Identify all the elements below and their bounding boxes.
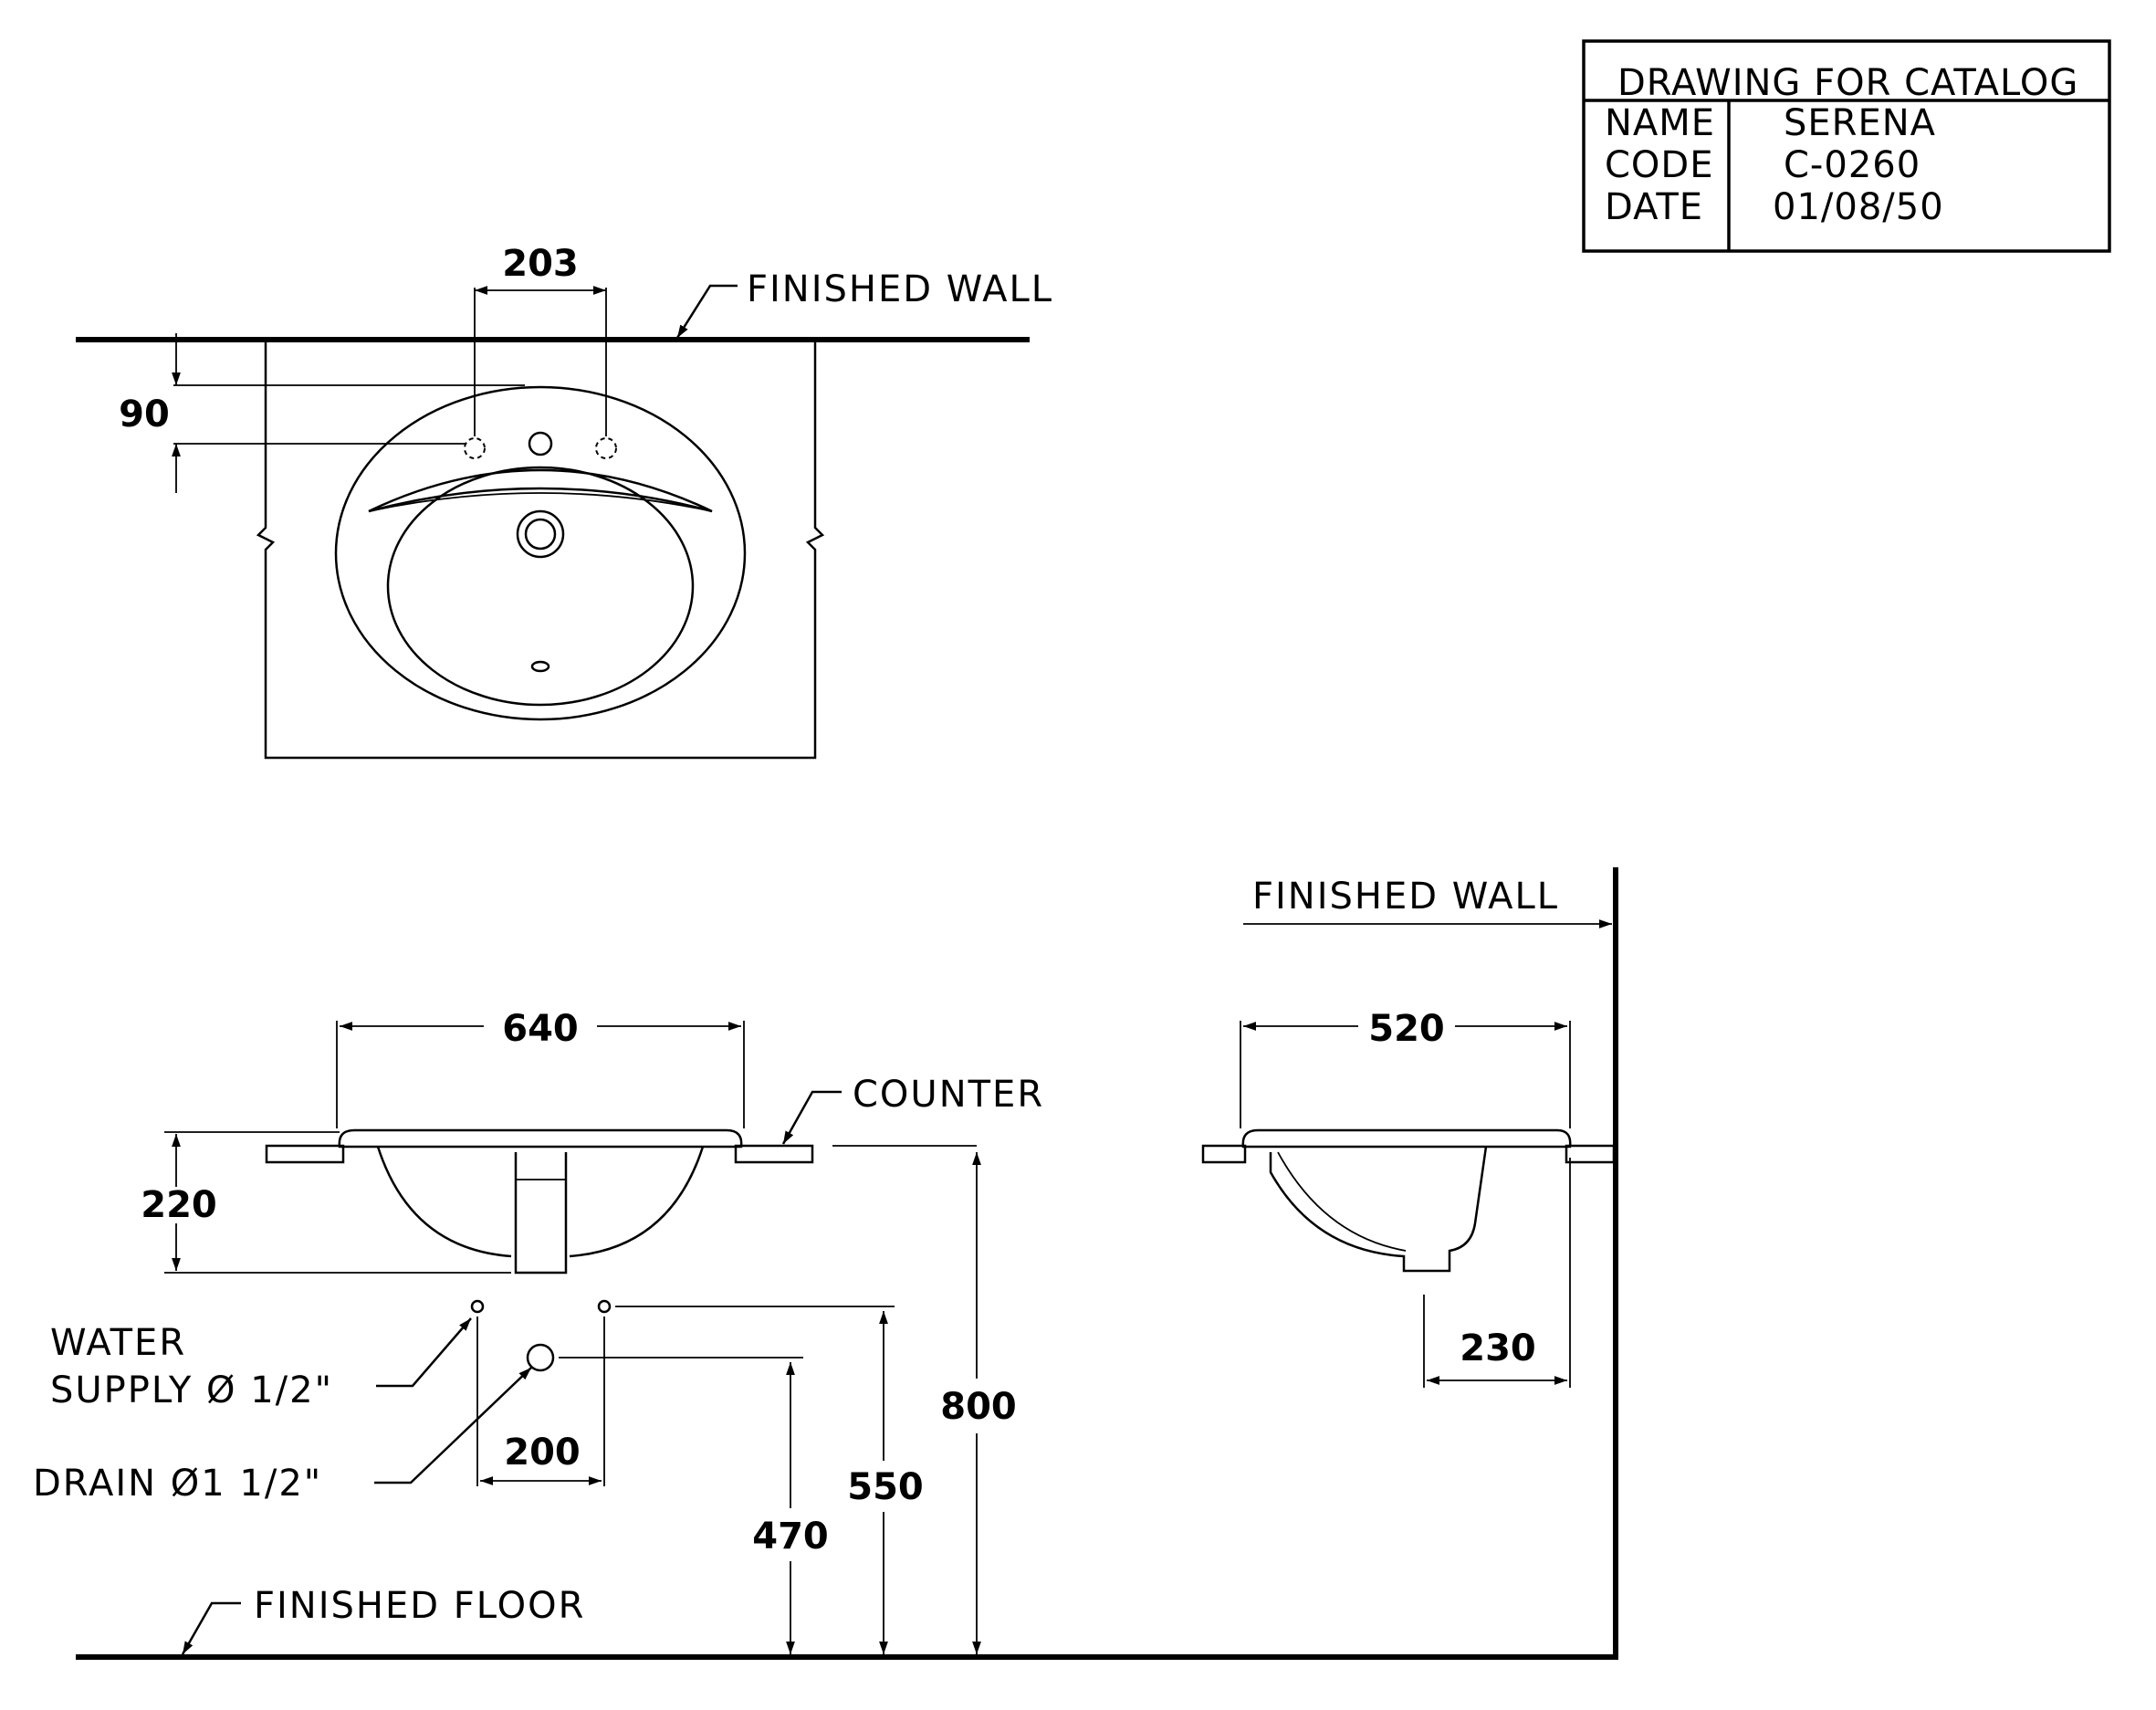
- basin-profile-side: [1269, 1146, 1488, 1273]
- counter-slab-side-left: [1201, 1144, 1247, 1164]
- counter-slab-right: [734, 1144, 814, 1164]
- width-dimension: 640: [502, 1008, 579, 1050]
- counter-label: COUNTER: [853, 1074, 1044, 1116]
- supply-spacing-dimension: 200: [504, 1432, 581, 1474]
- counter-slab-side-right: [1565, 1144, 1616, 1164]
- basin-bowl-right: [569, 1146, 705, 1258]
- drain-height-dimension: 470: [752, 1516, 829, 1558]
- drain-outer-plan: [516, 509, 565, 559]
- drain-point: [526, 1343, 555, 1372]
- tap-hole-center: [528, 431, 553, 456]
- tap-spacing-dimension: 203: [502, 243, 579, 285]
- floor: FINISHED FLOOR: [76, 1585, 1617, 1660]
- drain-pipe-front: [514, 1152, 568, 1275]
- finished-floor-leader: [181, 1601, 241, 1655]
- water-supply-point-right: [597, 1299, 612, 1314]
- title-block-date-value: 01/08/50: [1773, 186, 1944, 228]
- bowl-height-dimension: 220: [141, 1184, 217, 1226]
- drain-offset-dimension: 230: [1460, 1327, 1536, 1369]
- basin-outer-rim: [334, 385, 747, 721]
- basin-rim-front: [338, 1128, 743, 1149]
- finished-wall-label-side: FINISHED WALL: [1252, 876, 1559, 918]
- tap-offset-dimension: 90: [119, 393, 170, 435]
- front-elevation: 640 COUNTER 220 200 W: [33, 1008, 1044, 1654]
- title-block-header: DRAWING FOR CATALOG: [1617, 62, 2078, 104]
- plan-view: FINISHED WALL 203 90: [76, 243, 1053, 760]
- drain-leader: [374, 1367, 532, 1484]
- counter-height-dimension: 800: [940, 1386, 1017, 1428]
- title-block-name-value: SERENA: [1784, 102, 1936, 144]
- supply-height-dimension: 550: [847, 1466, 924, 1508]
- water-supply-point-left: [470, 1299, 485, 1314]
- finished-floor-label: FINISHED FLOOR: [254, 1585, 585, 1627]
- counter-slab-left: [265, 1144, 345, 1164]
- title-block-name-key: NAME: [1605, 102, 1715, 144]
- drain-inner-plan: [524, 518, 557, 551]
- finished-wall-label-top: FINISHED WALL: [747, 268, 1053, 310]
- title-block: DRAWING FOR CATALOG NAME SERENA CODE C-0…: [1582, 39, 2111, 253]
- title-block-code-value: C-0260: [1784, 144, 1921, 186]
- finished-wall-leader-top: [675, 284, 738, 339]
- tap-deck-crescent: [368, 468, 713, 513]
- water-supply-leader: [376, 1317, 472, 1388]
- tap-hole-right: [595, 437, 617, 459]
- basin-bowl-left: [376, 1146, 512, 1258]
- tap-hole-left: [464, 437, 486, 459]
- title-block-date-key: DATE: [1605, 186, 1703, 228]
- side-elevation: FINISHED WALL 520 230: [1201, 867, 1618, 1660]
- side-depth-dimension: 520: [1368, 1008, 1445, 1050]
- water-supply-label-line2: SUPPLY Ø 1/2": [50, 1369, 333, 1411]
- water-supply-label-line1: WATER: [50, 1322, 186, 1364]
- title-block-code-key: CODE: [1605, 144, 1714, 186]
- drain-label: DRAIN Ø1 1/2": [33, 1463, 322, 1505]
- counter-outline-plan: [256, 340, 825, 760]
- overflow-hole: [530, 660, 550, 673]
- basin-rim-side: [1241, 1128, 1572, 1149]
- basin-inner-bowl: [386, 466, 695, 707]
- counter-leader: [781, 1090, 842, 1145]
